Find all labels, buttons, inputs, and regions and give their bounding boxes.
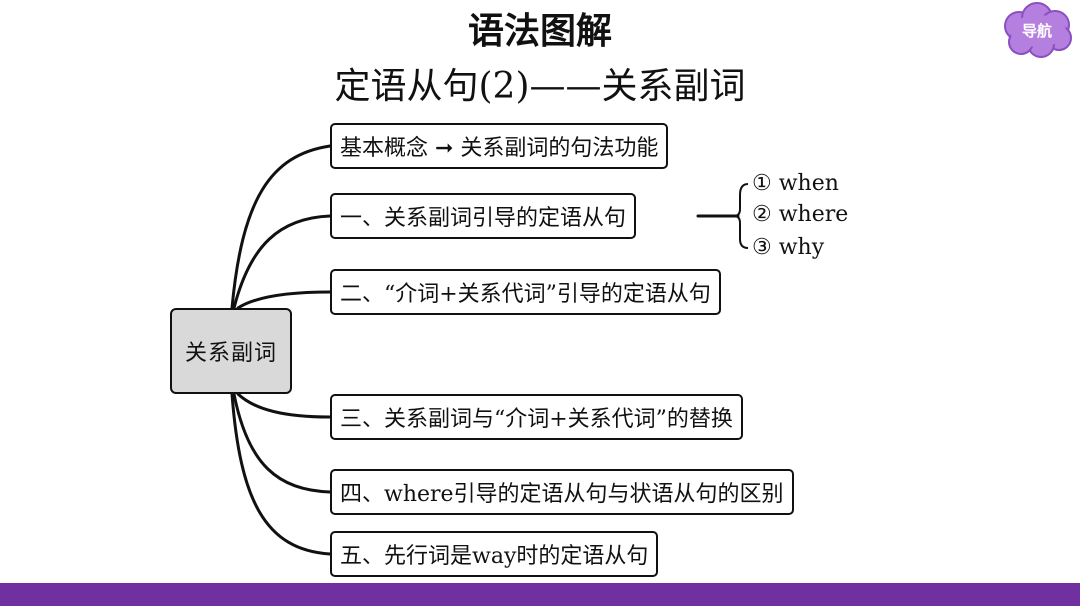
branch-adverb-clause[interactable]: 一、关系副词引导的定语从句 — [330, 193, 637, 239]
branch-replacement[interactable]: 三、关系副词与“介词+关系代词”的替换 — [330, 394, 743, 440]
sub-item-why[interactable]: ③ why — [752, 235, 825, 260]
cloud-icon — [1004, 2, 1072, 58]
root-node: 关系副词 — [170, 308, 292, 394]
page-subtitle: 定语从句(2)——关系副词 — [334, 66, 746, 107]
nav-button[interactable]: 导航 — [997, 2, 1077, 60]
connector-3 — [236, 290, 332, 310]
branch-prep-pronoun[interactable]: 二、“介词+关系代词”引导的定语从句 — [330, 269, 721, 315]
branch-basic-concept[interactable]: 基本概念 ➞ 关系副词的句法功能 — [330, 123, 669, 169]
connector-1 — [230, 144, 332, 310]
branch-way-antecedent[interactable]: 五、先行词是way时的定语从句 — [330, 531, 659, 577]
branch-where-difference[interactable]: 四、where引导的定语从句与状语从句的区别 — [330, 469, 794, 515]
connector-2 — [232, 214, 332, 310]
brace — [733, 183, 749, 249]
sub-item-when[interactable]: ① when — [752, 171, 839, 196]
bottom-bar — [0, 583, 1080, 606]
connector-4 — [236, 392, 332, 419]
page-title: 语法图解 — [467, 11, 612, 52]
sub-item-where[interactable]: ② where — [752, 202, 849, 227]
nav-label: 导航 — [1021, 22, 1052, 40]
connector-6 — [230, 392, 332, 556]
connector-5 — [232, 392, 332, 494]
